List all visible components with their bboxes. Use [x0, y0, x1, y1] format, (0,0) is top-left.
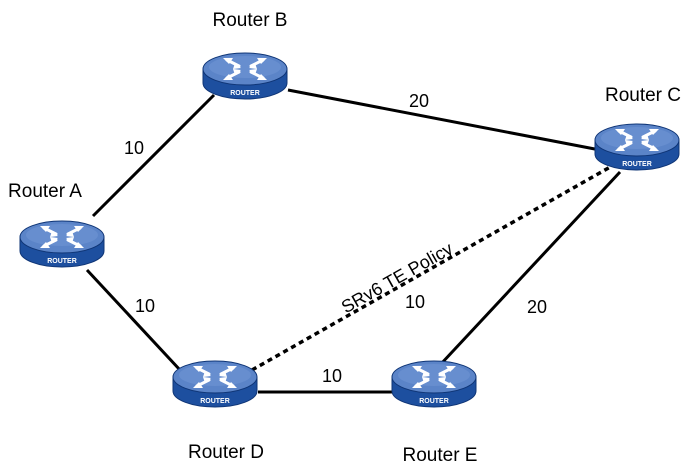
router-badge: ROUTER: [47, 258, 77, 265]
link-a-d: [85, 268, 182, 372]
link-e-c: [438, 170, 622, 367]
router-d-label: Router D: [188, 442, 264, 463]
router-c[interactable]: ROUTER: [593, 122, 681, 172]
router-b-label: Router B: [213, 10, 288, 31]
router-d[interactable]: ROUTER: [171, 359, 259, 409]
router-badge: ROUTER: [419, 398, 449, 405]
router-badge: ROUTER: [200, 398, 230, 405]
metric-d-e: 10: [322, 366, 342, 386]
router-a[interactable]: ROUTER: [18, 219, 106, 269]
link-a-b: [91, 93, 216, 218]
router-badge: ROUTER: [230, 90, 260, 97]
metric-b-c: 20: [409, 91, 429, 111]
router-e-label: Router E: [403, 445, 478, 466]
metric-d-c: 10: [405, 292, 425, 312]
srv6-te-policy-label: SRv6 TE Policy: [338, 238, 456, 317]
metric-a-b: 10: [124, 138, 144, 158]
router-badge: ROUTER: [622, 161, 652, 168]
link-b-c: [287, 88, 601, 152]
router-a-label: Router A: [8, 181, 82, 202]
router-c-label: Router C: [605, 85, 681, 106]
router-b[interactable]: ROUTER: [201, 51, 289, 101]
metric-e-c: 20: [527, 297, 547, 317]
srv6-te-policy-path: [251, 164, 613, 372]
router-e[interactable]: ROUTER: [390, 359, 478, 409]
metric-a-d: 10: [135, 296, 155, 316]
